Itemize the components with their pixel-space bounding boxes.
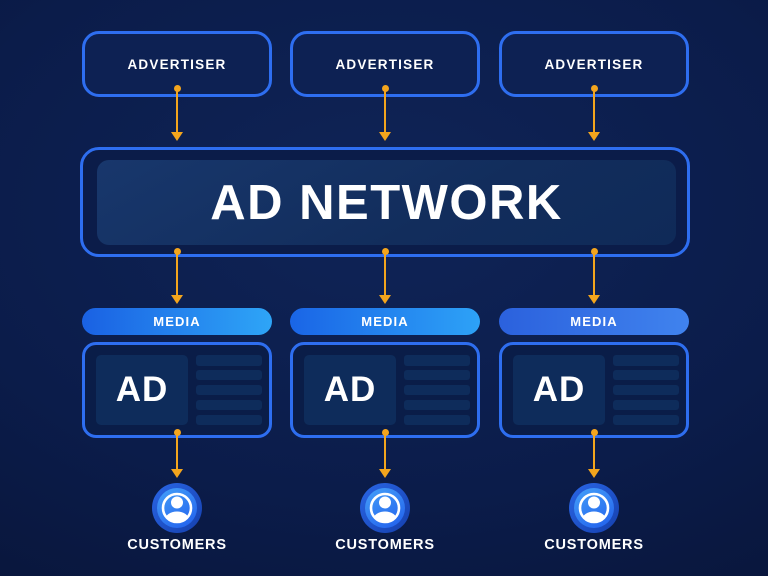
ad-thumbnail: AD [96, 355, 188, 425]
arrow-head-icon [171, 469, 183, 478]
media-label: MEDIA [153, 314, 201, 329]
ad-text-line [196, 414, 262, 425]
media-pill: MEDIA [499, 308, 689, 335]
ad-text-lines [404, 355, 470, 425]
arrow-dot [590, 85, 598, 92]
flow-arrow-advertiser-to-network [587, 85, 601, 141]
ad-network-panel: AD NETWORK [97, 160, 676, 245]
customers-label-wrap: CUSTOMERS [290, 537, 480, 553]
arrow-dot [173, 85, 181, 92]
arrow-dot [173, 429, 181, 436]
arrow-shaft [592, 435, 596, 470]
customer-person-icon [359, 482, 411, 534]
arrow-head-icon [171, 295, 183, 304]
ad-card: AD [499, 342, 689, 438]
ad-label: AD [115, 370, 169, 409]
ad-text-lines [613, 355, 679, 425]
ad-text-line [613, 355, 679, 366]
arrow-shaft [383, 254, 387, 296]
customers-label-wrap: CUSTOMERS [499, 537, 689, 553]
arrow-dot [381, 429, 389, 436]
arrow-dot [381, 85, 389, 92]
customers-label: CUSTOMERS [127, 537, 227, 553]
arrow-head-icon [588, 295, 600, 304]
media-label: MEDIA [361, 314, 409, 329]
customer-person-icon [151, 482, 203, 534]
advertiser-label: ADVERTISER [544, 56, 644, 72]
media-pill: MEDIA [82, 308, 272, 335]
arrow-head-icon [379, 132, 391, 141]
ad-network-box: AD NETWORK [80, 147, 690, 257]
flow-arrow-media-to-customers [587, 429, 601, 478]
arrow-head-icon [379, 469, 391, 478]
ad-text-line [196, 399, 262, 411]
arrow-head-icon [588, 132, 600, 141]
ad-card: AD [82, 342, 272, 438]
arrow-head-icon [588, 469, 600, 478]
ad-text-line [613, 414, 679, 425]
ad-text-line [196, 355, 262, 366]
arrow-shaft [175, 91, 179, 133]
advertiser-label: ADVERTISER [127, 56, 227, 72]
ad-text-line [613, 384, 679, 396]
arrow-dot [381, 248, 389, 255]
arrow-head-icon [379, 295, 391, 304]
media-pill: MEDIA [290, 308, 480, 335]
ad-text-line [404, 369, 470, 381]
flow-arrow-advertiser-to-network [170, 85, 184, 141]
arrow-shaft [175, 254, 179, 296]
arrow-shaft [383, 435, 387, 470]
ad-label: AD [532, 370, 586, 409]
customers-label: CUSTOMERS [544, 537, 644, 553]
customers-label-wrap: CUSTOMERS [82, 537, 272, 553]
customer-person-icon [568, 482, 620, 534]
ad-text-line [196, 369, 262, 381]
ad-thumbnail: AD [304, 355, 396, 425]
ad-card: AD [290, 342, 480, 438]
ad-text-line [404, 355, 470, 366]
customers-label: CUSTOMERS [335, 537, 435, 553]
flow-arrow-media-to-customers [378, 429, 392, 478]
arrow-dot [173, 248, 181, 255]
ad-text-line [613, 369, 679, 381]
arrow-shaft [175, 435, 179, 470]
flow-arrow-advertiser-to-network [378, 85, 392, 141]
arrow-shaft [592, 91, 596, 133]
media-label: MEDIA [570, 314, 618, 329]
arrow-shaft [592, 254, 596, 296]
arrow-dot [590, 429, 598, 436]
ad-thumbnail: AD [513, 355, 605, 425]
arrow-head-icon [171, 132, 183, 141]
flow-arrow-network-to-media [378, 248, 392, 304]
flow-arrow-network-to-media [170, 248, 184, 304]
ad-text-line [196, 384, 262, 396]
ad-text-lines [196, 355, 262, 425]
ad-text-line [613, 399, 679, 411]
arrow-shaft [383, 91, 387, 133]
advertiser-label: ADVERTISER [335, 56, 435, 72]
ad-text-line [404, 414, 470, 425]
ad-label: AD [323, 370, 377, 409]
flow-arrow-media-to-customers [170, 429, 184, 478]
ad-text-line [404, 399, 470, 411]
flow-arrow-network-to-media [587, 248, 601, 304]
ad-network-title: AD NETWORK [210, 175, 563, 230]
ad-text-line [404, 384, 470, 396]
arrow-dot [590, 248, 598, 255]
